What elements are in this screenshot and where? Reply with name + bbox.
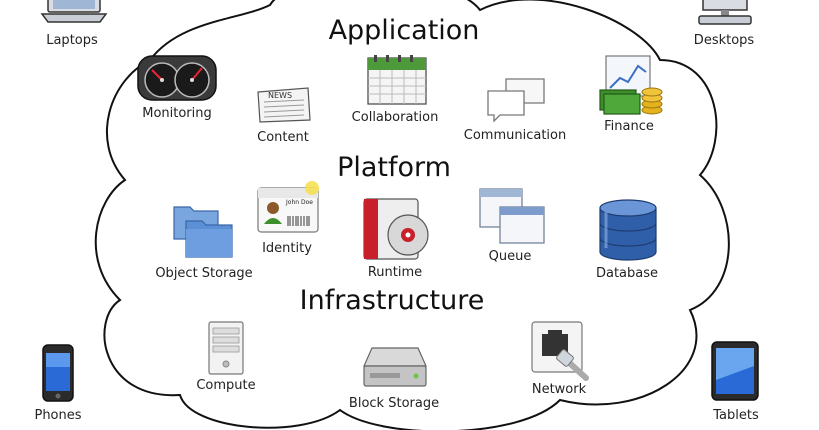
content-label: Content (257, 130, 309, 145)
desktop-icon (698, 0, 752, 25)
finance-chart-money-icon (599, 55, 663, 115)
compute-label: Compute (196, 378, 256, 393)
tablets-label: Tablets (713, 408, 759, 423)
block-storage-label: Block Storage (348, 396, 440, 411)
application-heading: Application (328, 15, 480, 46)
laptops-label: Laptops (46, 33, 98, 48)
database-label: Database (595, 266, 659, 281)
queue-windows-icon (479, 188, 545, 244)
runtime-disc-icon (363, 198, 429, 260)
hard-drive-block-storage-icon (363, 347, 427, 387)
object-storage-label: Object Storage (155, 266, 253, 281)
identity-label: Identity (262, 241, 312, 256)
network-jack-icon (531, 321, 589, 381)
monitoring-gauge-icon (137, 55, 217, 101)
news-content-icon: NEWS (257, 87, 311, 123)
server-compute-icon (208, 321, 244, 375)
desktops-label: Desktops (693, 33, 755, 48)
content-icon-text: NEWS (268, 91, 292, 100)
calendar-collaboration-icon (367, 55, 427, 105)
identity-card-name: John Doe (285, 199, 313, 206)
infrastructure-heading: Infrastructure (299, 285, 485, 316)
queue-label: Queue (488, 249, 532, 264)
runtime-label: Runtime (367, 265, 423, 280)
speech-bubbles-icon (487, 78, 545, 123)
laptop-icon (40, 0, 108, 23)
database-cylinder-icon (599, 199, 657, 261)
id-card-identity-icon: John Doe (257, 181, 319, 233)
monitoring-label: Monitoring (142, 106, 212, 121)
communication-label: Communication (463, 128, 567, 143)
platform-heading: Platform (337, 152, 451, 183)
phones-label: Phones (34, 408, 82, 423)
tablet-icon (711, 341, 759, 401)
folder-object-storage-icon (173, 206, 233, 258)
network-label: Network (531, 382, 587, 397)
collaboration-label: Collaboration (351, 110, 439, 125)
finance-label: Finance (604, 119, 654, 134)
phone-icon (42, 344, 74, 402)
